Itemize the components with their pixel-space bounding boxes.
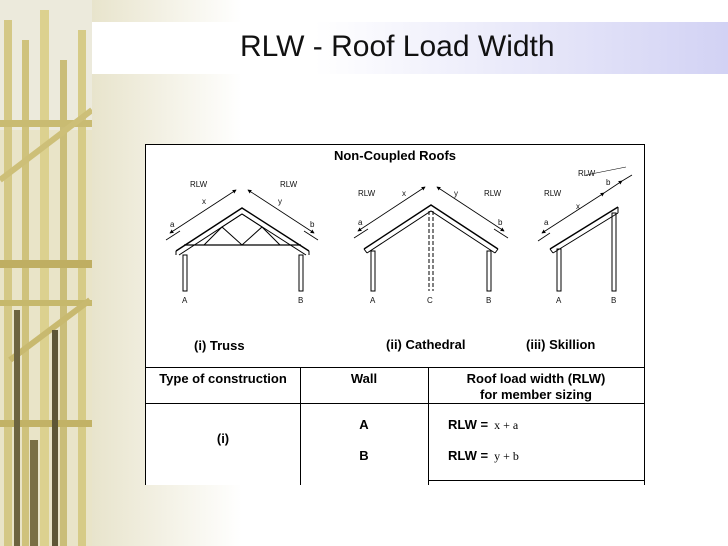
truss-label-y: y — [278, 197, 282, 206]
header-rlw: Roof load width (RLW) — [466, 371, 606, 386]
row-rlw-b: RLW =y + b — [448, 448, 519, 463]
truss-top-chord — [175, 207, 310, 252]
skillion-label-a: a — [544, 218, 549, 227]
formula-y-plus-b: y + b — [494, 449, 519, 463]
table-col-divider-1 — [300, 367, 301, 485]
truss-rlw-left: RLW — [190, 180, 208, 189]
cathedral-support-a: A — [370, 296, 376, 305]
skillion-roof — [549, 206, 619, 250]
row-wall-a: A — [359, 417, 369, 432]
truss-support-b: B — [298, 296, 303, 305]
row-rlw-a: RLW =x + a — [448, 417, 519, 432]
cathedral-wall-a — [370, 250, 376, 292]
skillion-wall-b — [611, 212, 617, 292]
truss-rlw-right: RLW — [280, 180, 298, 189]
truss-label-a: a — [170, 220, 175, 229]
truss-wall-b — [298, 254, 304, 292]
cathedral-support-b: B — [486, 296, 491, 305]
cathedral-rlw-left: RLW — [358, 189, 376, 198]
title-band — [92, 22, 728, 74]
rlw-table: Type of construction Wall Roof load widt… — [146, 367, 644, 485]
skillion-roof-inner — [552, 212, 619, 254]
truss-dim-y — [247, 189, 315, 234]
caption-cathedral: (ii) Cathedral — [386, 337, 466, 352]
skillion-rlw-top: RLW — [578, 169, 596, 178]
truss-label-b: b — [310, 220, 315, 229]
skillion-label-x: x — [576, 202, 580, 211]
table-header-rule — [146, 403, 644, 404]
truss-diagram: RLW RLW x y a b A B — [165, 180, 319, 305]
cathedral-support-c: C — [427, 296, 433, 305]
slide-title: RLW - Roof Load Width — [240, 30, 555, 63]
truss-wall-a — [182, 254, 188, 292]
cathedral-rlw-right: RLW — [484, 189, 502, 198]
table-top-rule — [146, 367, 644, 368]
cathedral-label-x: x — [402, 189, 406, 198]
cathedral-roof — [363, 204, 499, 250]
row-wall-b: B — [359, 448, 369, 463]
cathedral-roof-inner — [366, 210, 496, 254]
caption-truss: (i) Truss — [194, 338, 245, 353]
skillion-wall-a — [556, 248, 562, 292]
truss-dim-x — [169, 189, 237, 234]
skillion-diagram: RLW RLW x a b A B — [537, 166, 633, 305]
figure-title: Non-Coupled Roofs — [333, 148, 457, 163]
header-wall: Wall — [350, 371, 378, 386]
skillion-support-b: B — [611, 296, 616, 305]
cathedral-dim-x — [357, 186, 426, 232]
table-col-divider-2 — [428, 367, 429, 485]
skillion-support-a: A — [556, 296, 562, 305]
row-type-i: (i) — [216, 431, 230, 446]
truss-webs — [203, 226, 281, 246]
skillion-dim-x — [541, 192, 605, 234]
formula-x-plus-a: x + a — [494, 418, 519, 432]
timber-frame-photo — [0, 0, 92, 546]
truss-label-x: x — [202, 197, 206, 206]
cathedral-label-a: a — [358, 218, 363, 227]
skillion-dim-b — [603, 180, 623, 194]
roof-diagrams: RLW RLW x y a b A B — [165, 166, 633, 305]
skillion-label-b: b — [606, 178, 611, 187]
cathedral-diagram: RLW RLW x y a b A C B — [353, 186, 509, 305]
truss-top-chord-inner — [178, 213, 307, 256]
cathedral-dim-y — [436, 186, 505, 232]
non-coupled-roofs-figure: Non-Coupled Roofs — [145, 144, 645, 485]
cathedral-label-y: y — [454, 189, 458, 198]
truss-support-a: A — [182, 296, 188, 305]
cathedral-label-b: b — [498, 218, 503, 227]
caption-skillion: (iii) Skillion — [526, 337, 596, 352]
header-type-of-construction: Type of construction — [159, 371, 287, 386]
skillion-rlw-left: RLW — [544, 189, 562, 198]
header-for-member-sizing: for member sizing — [480, 387, 592, 402]
cathedral-wall-b — [486, 250, 492, 292]
